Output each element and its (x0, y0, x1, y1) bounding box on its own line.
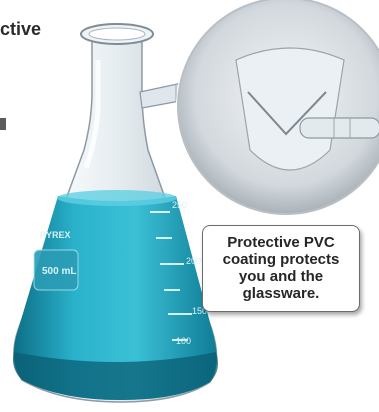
inset-closeup (176, 0, 379, 216)
grad-label-250: 250 (172, 200, 188, 210)
graduation-lines (150, 211, 192, 341)
callout-line: Protective PVC (227, 234, 335, 251)
flask-volume-label: 500 mL (42, 266, 77, 277)
headline-line: ctive (0, 19, 42, 39)
flask-brand-label: PYREX (40, 230, 71, 240)
callout-line: you and the (238, 268, 324, 285)
grad-label-150: 150 (192, 306, 208, 316)
flask-liquid (13, 196, 217, 400)
grad-label-200: 200 (186, 256, 202, 266)
callout-line: glassware. (242, 285, 320, 302)
grad-label-100: 100 (176, 336, 192, 346)
cropped-mark (0, 118, 6, 130)
flask-label-patch (33, 249, 79, 291)
pvc-coating-callout: Protective PVC coating protects you and … (202, 225, 360, 312)
headline-fragment: ctive (0, 18, 41, 40)
callout-line: coating protects (222, 251, 340, 268)
